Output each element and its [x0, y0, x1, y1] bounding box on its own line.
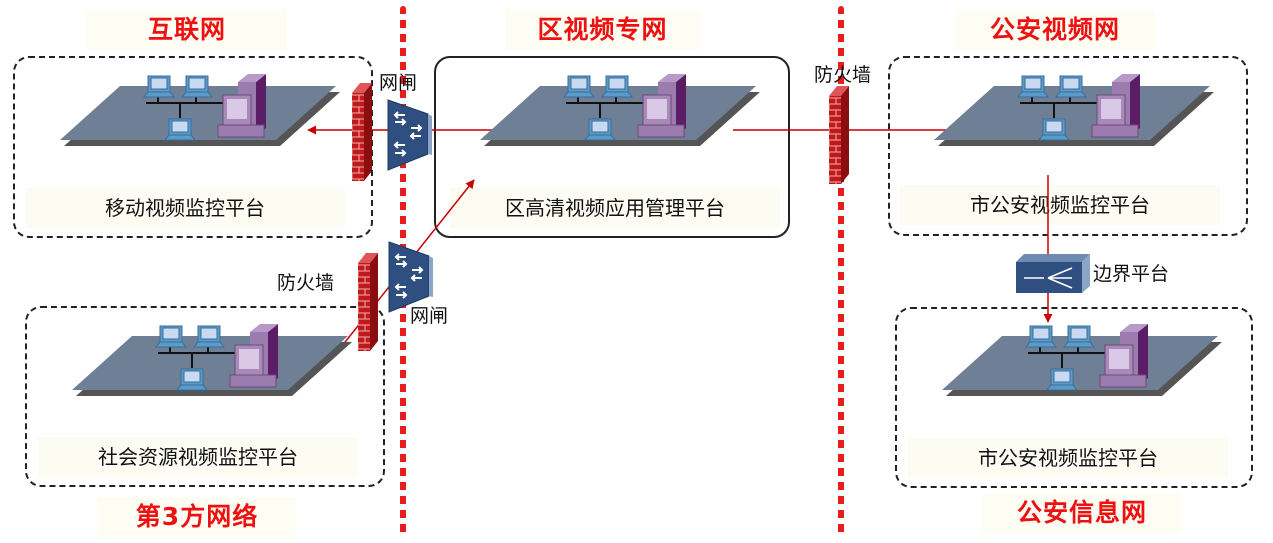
platform-label-city-police-info: 市公安视频监控平台 [908, 438, 1228, 478]
platform-box-social-resource [25, 306, 385, 487]
platform-box-city-police-info [895, 307, 1253, 488]
platform-box-district [434, 56, 790, 238]
gateway-icon-top [387, 99, 433, 171]
firewall-icon-bottom [358, 253, 378, 351]
network-platform-icon-city-police-info [941, 323, 1223, 397]
gateway-label-top: 网闸 [379, 72, 418, 94]
border-platform-icon [1016, 254, 1090, 293]
platform-label-mobile: 移动视频监控平台 [25, 188, 345, 228]
platform-box-city-police-video [888, 56, 1248, 236]
zone-title-police-video-net: 公安视频网 [955, 10, 1155, 50]
zone-title-district-video-net: 区视频专网 [505, 10, 700, 50]
firewall-label-bottom: 防火墙 [277, 272, 335, 294]
network-platform-icon-district [479, 73, 761, 147]
zone-divider-right [838, 6, 844, 536]
gateway-icon-bottom [388, 241, 434, 313]
firewall-label-mid: 防火墙 [814, 64, 872, 86]
network-platform-icon-social [71, 323, 353, 397]
zone-title-internet: 互联网 [87, 10, 287, 50]
platform-label-district-hd: 区高清视频应用管理平台 [450, 188, 780, 228]
network-platform-icon-city-police-video [933, 73, 1215, 147]
firewall-icon-top [352, 83, 372, 181]
firewall-icon-mid [829, 86, 849, 184]
zone-title-police-info-net: 公安信息网 [983, 493, 1181, 533]
gateway-label-bottom: 网闸 [410, 305, 449, 327]
platform-box-mobile [13, 56, 373, 238]
network-platform-icon-mobile [59, 73, 341, 147]
border-platform-label: 边界平台 [1093, 263, 1170, 285]
platform-label-social-resource: 社会资源视频监控平台 [38, 437, 358, 477]
platform-label-city-police-video: 市公安视频监控平台 [900, 185, 1220, 225]
zone-title-third-party-net: 第3方网络 [98, 497, 296, 537]
